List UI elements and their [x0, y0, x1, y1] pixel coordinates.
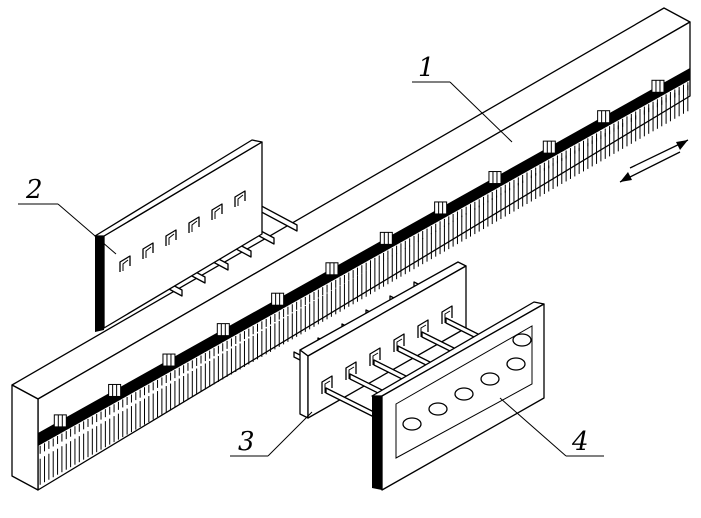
rail-marker — [542, 140, 556, 154]
block3-pin-inner — [348, 366, 355, 379]
callout-3: 3 — [230, 411, 313, 457]
plate2-pin-inner — [122, 259, 129, 271]
plate-part-2 — [94, 139, 298, 332]
block3-pin-inner — [420, 324, 427, 337]
plate2-top — [94, 139, 263, 237]
rail-position-markers — [53, 79, 665, 428]
plate2-pin-inner — [237, 194, 244, 206]
callout-2-label: 2 — [25, 175, 43, 205]
block3-side — [299, 349, 309, 419]
plate2-pin-inner — [214, 207, 221, 219]
panel4-holes — [402, 333, 532, 431]
panel4-hole — [480, 372, 500, 386]
callout-2: 2 — [18, 175, 117, 255]
block3-pin — [369, 347, 381, 366]
callout-1-label: 1 — [418, 53, 435, 83]
plate2-pin — [165, 229, 177, 246]
rail-marker — [216, 323, 230, 337]
block3-pin — [417, 319, 429, 338]
block3-pins — [321, 305, 453, 394]
block3-pin-inner — [372, 352, 379, 365]
plate2-pin — [234, 190, 246, 207]
plate2-pin — [142, 242, 154, 259]
plate2-edge — [95, 236, 104, 332]
panel4-hole — [506, 357, 526, 371]
panel4-edge — [372, 396, 382, 490]
rail-marker — [271, 292, 285, 306]
plate2-pin-inner — [191, 220, 198, 232]
callout-4-label: 4 — [571, 427, 589, 457]
double-arrow-icon — [619, 139, 689, 183]
block3-pin — [393, 333, 405, 352]
plate2-pin-inner — [168, 233, 175, 245]
rail-end-face — [11, 384, 39, 491]
plate2-pin — [188, 216, 200, 233]
callout-4: 4 — [499, 397, 604, 457]
block3-pin — [345, 361, 357, 380]
plate2-pin-inner — [145, 246, 152, 258]
panel4-hole — [402, 417, 422, 431]
rail-marker — [325, 262, 339, 276]
rail-part-1 — [11, 7, 691, 491]
panel4-hole — [428, 402, 448, 416]
callout-1: 1 — [412, 53, 513, 143]
block3-pin — [441, 305, 453, 324]
plate2-pins — [119, 190, 246, 272]
panel4-inset — [395, 325, 533, 459]
rail-scale-stripe — [38, 68, 690, 446]
panel-part-4 — [371, 301, 545, 491]
callout-3-label: 3 — [238, 427, 255, 457]
rail-tick-marks — [39, 82, 689, 485]
rail-marker — [597, 110, 611, 124]
rail-marker — [53, 414, 67, 428]
rail-marker — [434, 201, 448, 215]
block3-pin-inner — [444, 310, 451, 323]
block3-pin-inner — [396, 338, 403, 351]
plate2-pin — [211, 203, 223, 220]
block3-pin-inner — [324, 380, 331, 393]
panel4-hole — [454, 387, 474, 401]
rail-marker — [651, 79, 665, 93]
rail-marker — [488, 171, 502, 185]
rail-marker — [162, 353, 176, 367]
rail-marker — [108, 383, 122, 397]
plate2-pin — [119, 255, 131, 272]
block3-pin — [321, 375, 333, 394]
rail-marker — [379, 231, 393, 245]
panel4-hole — [512, 333, 532, 347]
